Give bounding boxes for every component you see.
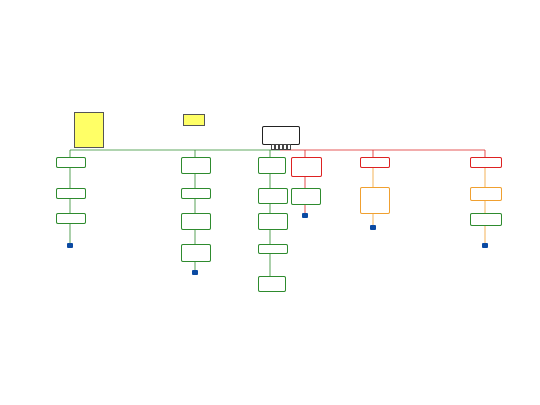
branch-topic[interactable] [258, 157, 286, 174]
subtopic[interactable] [181, 213, 211, 230]
note [183, 114, 205, 126]
subtopic[interactable] [360, 187, 390, 214]
branch-topic[interactable] [360, 157, 390, 168]
subtopic[interactable] [470, 213, 502, 226]
topic-badge [279, 144, 283, 150]
citation-caption [12, 256, 146, 258]
subtopic[interactable] [181, 188, 211, 199]
university-logo-icon [370, 225, 376, 230]
subtopic[interactable] [56, 188, 86, 199]
branch-topic[interactable] [181, 157, 211, 174]
source-logo [65, 243, 75, 248]
university-logo-icon [482, 243, 488, 248]
subtopic[interactable] [258, 213, 288, 230]
topic-badge [287, 144, 291, 150]
branch-topic[interactable] [470, 157, 502, 168]
university-logo-icon [302, 213, 308, 218]
source-logo [368, 225, 378, 230]
topic-badge [271, 144, 275, 150]
university-logo-icon [192, 270, 198, 275]
root-topic[interactable] [262, 126, 300, 145]
source-logo [300, 213, 310, 218]
topic-badge [283, 144, 287, 150]
subtopic[interactable] [258, 188, 288, 204]
topic-badge [275, 144, 279, 150]
citation-caption [145, 282, 249, 284]
branch-topic[interactable] [291, 157, 322, 177]
subtopic[interactable] [470, 187, 502, 201]
citation-caption [326, 232, 430, 234]
subtopic[interactable] [291, 188, 321, 205]
source-logo [480, 243, 490, 248]
source-logo [190, 270, 200, 275]
citation-caption [285, 225, 329, 227]
branch-topic[interactable] [56, 157, 86, 168]
subtopic[interactable] [56, 213, 86, 224]
subtopic[interactable] [181, 244, 211, 262]
subtopic[interactable] [258, 244, 288, 254]
subtopic[interactable] [258, 276, 286, 292]
note [74, 112, 104, 148]
university-logo-icon [67, 243, 73, 248]
citation-caption [430, 255, 539, 257]
